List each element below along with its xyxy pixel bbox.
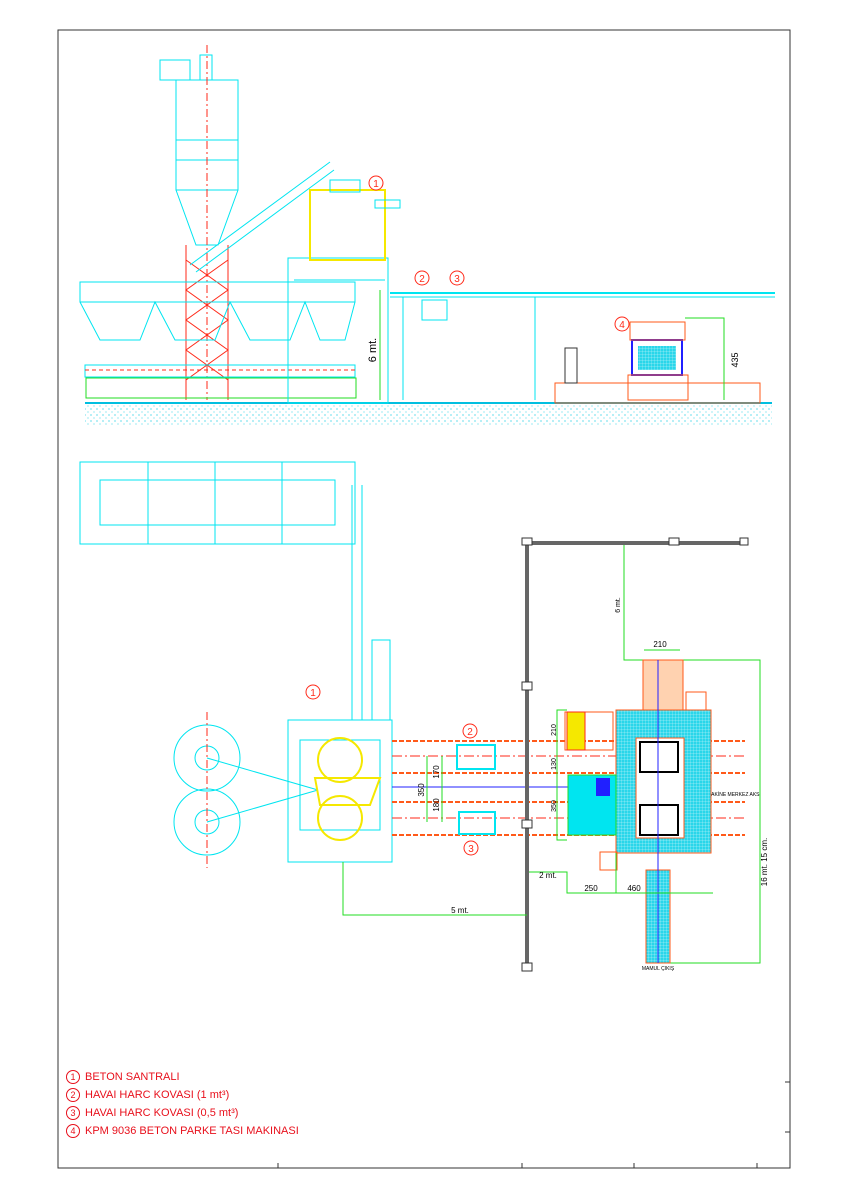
drawing-label: 2 — [467, 727, 473, 738]
legend-text: HAVAI HARC KOVASI (0,5 mt³) — [85, 1107, 239, 1119]
dim-panel-350: 350 — [551, 800, 558, 812]
legend-number: 2 — [66, 1088, 80, 1102]
dim-6mt-plan: 6 mt. — [615, 597, 622, 613]
dim-5mt-line — [342, 862, 527, 916]
plan-view: 1 MAKİNE MERKEZ AKSI 2 3 350 170 180 — [79, 461, 769, 972]
dim-6mt-label: 6 mt. — [367, 338, 379, 362]
frame-ticks — [277, 1081, 790, 1168]
marker-3-plan — [463, 840, 479, 856]
output-label: MAMUL ÇIKIŞ — [642, 966, 675, 972]
aggregate-bins — [79, 281, 356, 378]
mixer-building-plan — [287, 719, 393, 863]
paver-machine-plan — [564, 659, 712, 964]
mortar-bucket-05m3 — [458, 811, 496, 835]
legend-number: 1 — [66, 1070, 80, 1084]
dim-435-label: 435 — [730, 352, 740, 367]
legend-item: 2 HAVAI HARC KOVASI (1 mt³) — [66, 1086, 299, 1104]
dim-rail-180: 180 — [432, 798, 441, 812]
dim-rail-350: 350 — [417, 783, 426, 797]
aggregate-bins-plan — [79, 461, 356, 545]
dim-total-length: 16 mt. 15 cm. — [760, 838, 769, 886]
mortar-bucket — [421, 299, 448, 321]
silo-legs-bracing — [185, 245, 229, 400]
marker-1-plan — [305, 684, 321, 700]
dim-460: 460 — [627, 884, 641, 893]
dim-panel-210: 210 — [551, 724, 558, 736]
dim-210-label: 210 — [653, 640, 667, 649]
drawing-label: 2 — [419, 274, 425, 285]
marker-2-elev — [414, 270, 430, 286]
drawing-label: 1 — [310, 688, 316, 699]
legend-text: HAVAI HARC KOVASI (1 mt³) — [85, 1089, 230, 1101]
legend-item: 1 BETON SANTRALI — [66, 1068, 299, 1086]
legend: 1 BETON SANTRALI 2 HAVAI HARC KOVASI (1 mt… — [66, 1068, 299, 1140]
marker-4-elev — [614, 316, 630, 332]
dim-rail-170: 170 — [432, 765, 441, 779]
paver-machine-elev — [554, 321, 761, 404]
dim-5mt-label: 5 mt. — [451, 906, 469, 915]
marker-1-elev — [368, 175, 384, 191]
legend-item: 4 KPM 9036 BETON PARKE TASI MAKINASI — [66, 1122, 299, 1140]
cement-silos-plan — [173, 712, 319, 868]
marker-3-elev — [449, 270, 465, 286]
inclined-conveyor — [189, 161, 335, 273]
dim-panel-130: 130 — [551, 758, 558, 770]
bottom-dim-line — [529, 871, 713, 894]
mortar-bucket-1m3 — [456, 744, 496, 770]
panel-dim-line — [556, 709, 567, 841]
dim-250: 250 — [584, 884, 598, 893]
legend-text: KPM 9036 BETON PARKE TASI MAKINASI — [85, 1125, 299, 1137]
cement-silo — [159, 45, 239, 400]
legend-number: 4 — [66, 1124, 80, 1138]
building-wall — [521, 537, 749, 972]
drawing-label: 4 — [619, 320, 625, 331]
elevation-view: 1 6 mt. 2 3 4 435 — [79, 45, 775, 425]
drawing-label: 3 — [468, 844, 474, 855]
drawing-label: 3 — [454, 274, 460, 285]
legend-number: 3 — [66, 1106, 80, 1120]
dim-2mt: 2 mt. — [539, 871, 557, 880]
marker-2-plan — [462, 723, 478, 739]
legend-text: BETON SANTRALI — [85, 1071, 180, 1083]
drawing-label: 1 — [373, 179, 379, 190]
rail-dim-lines — [426, 756, 443, 822]
dim-435-line — [685, 317, 725, 400]
bin-base — [85, 377, 357, 399]
legend-item: 3 HAVAI HARC KOVASI (0,5 mt³) — [66, 1104, 299, 1122]
conveyor-plan — [351, 485, 391, 721]
ground-hatch — [85, 405, 772, 425]
drawing-frame — [57, 29, 791, 1169]
axis-label: MAKİNE MERKEZ AKSI — [707, 791, 761, 798]
dim-overall-line — [623, 545, 761, 964]
mixer-plant — [287, 179, 401, 404]
